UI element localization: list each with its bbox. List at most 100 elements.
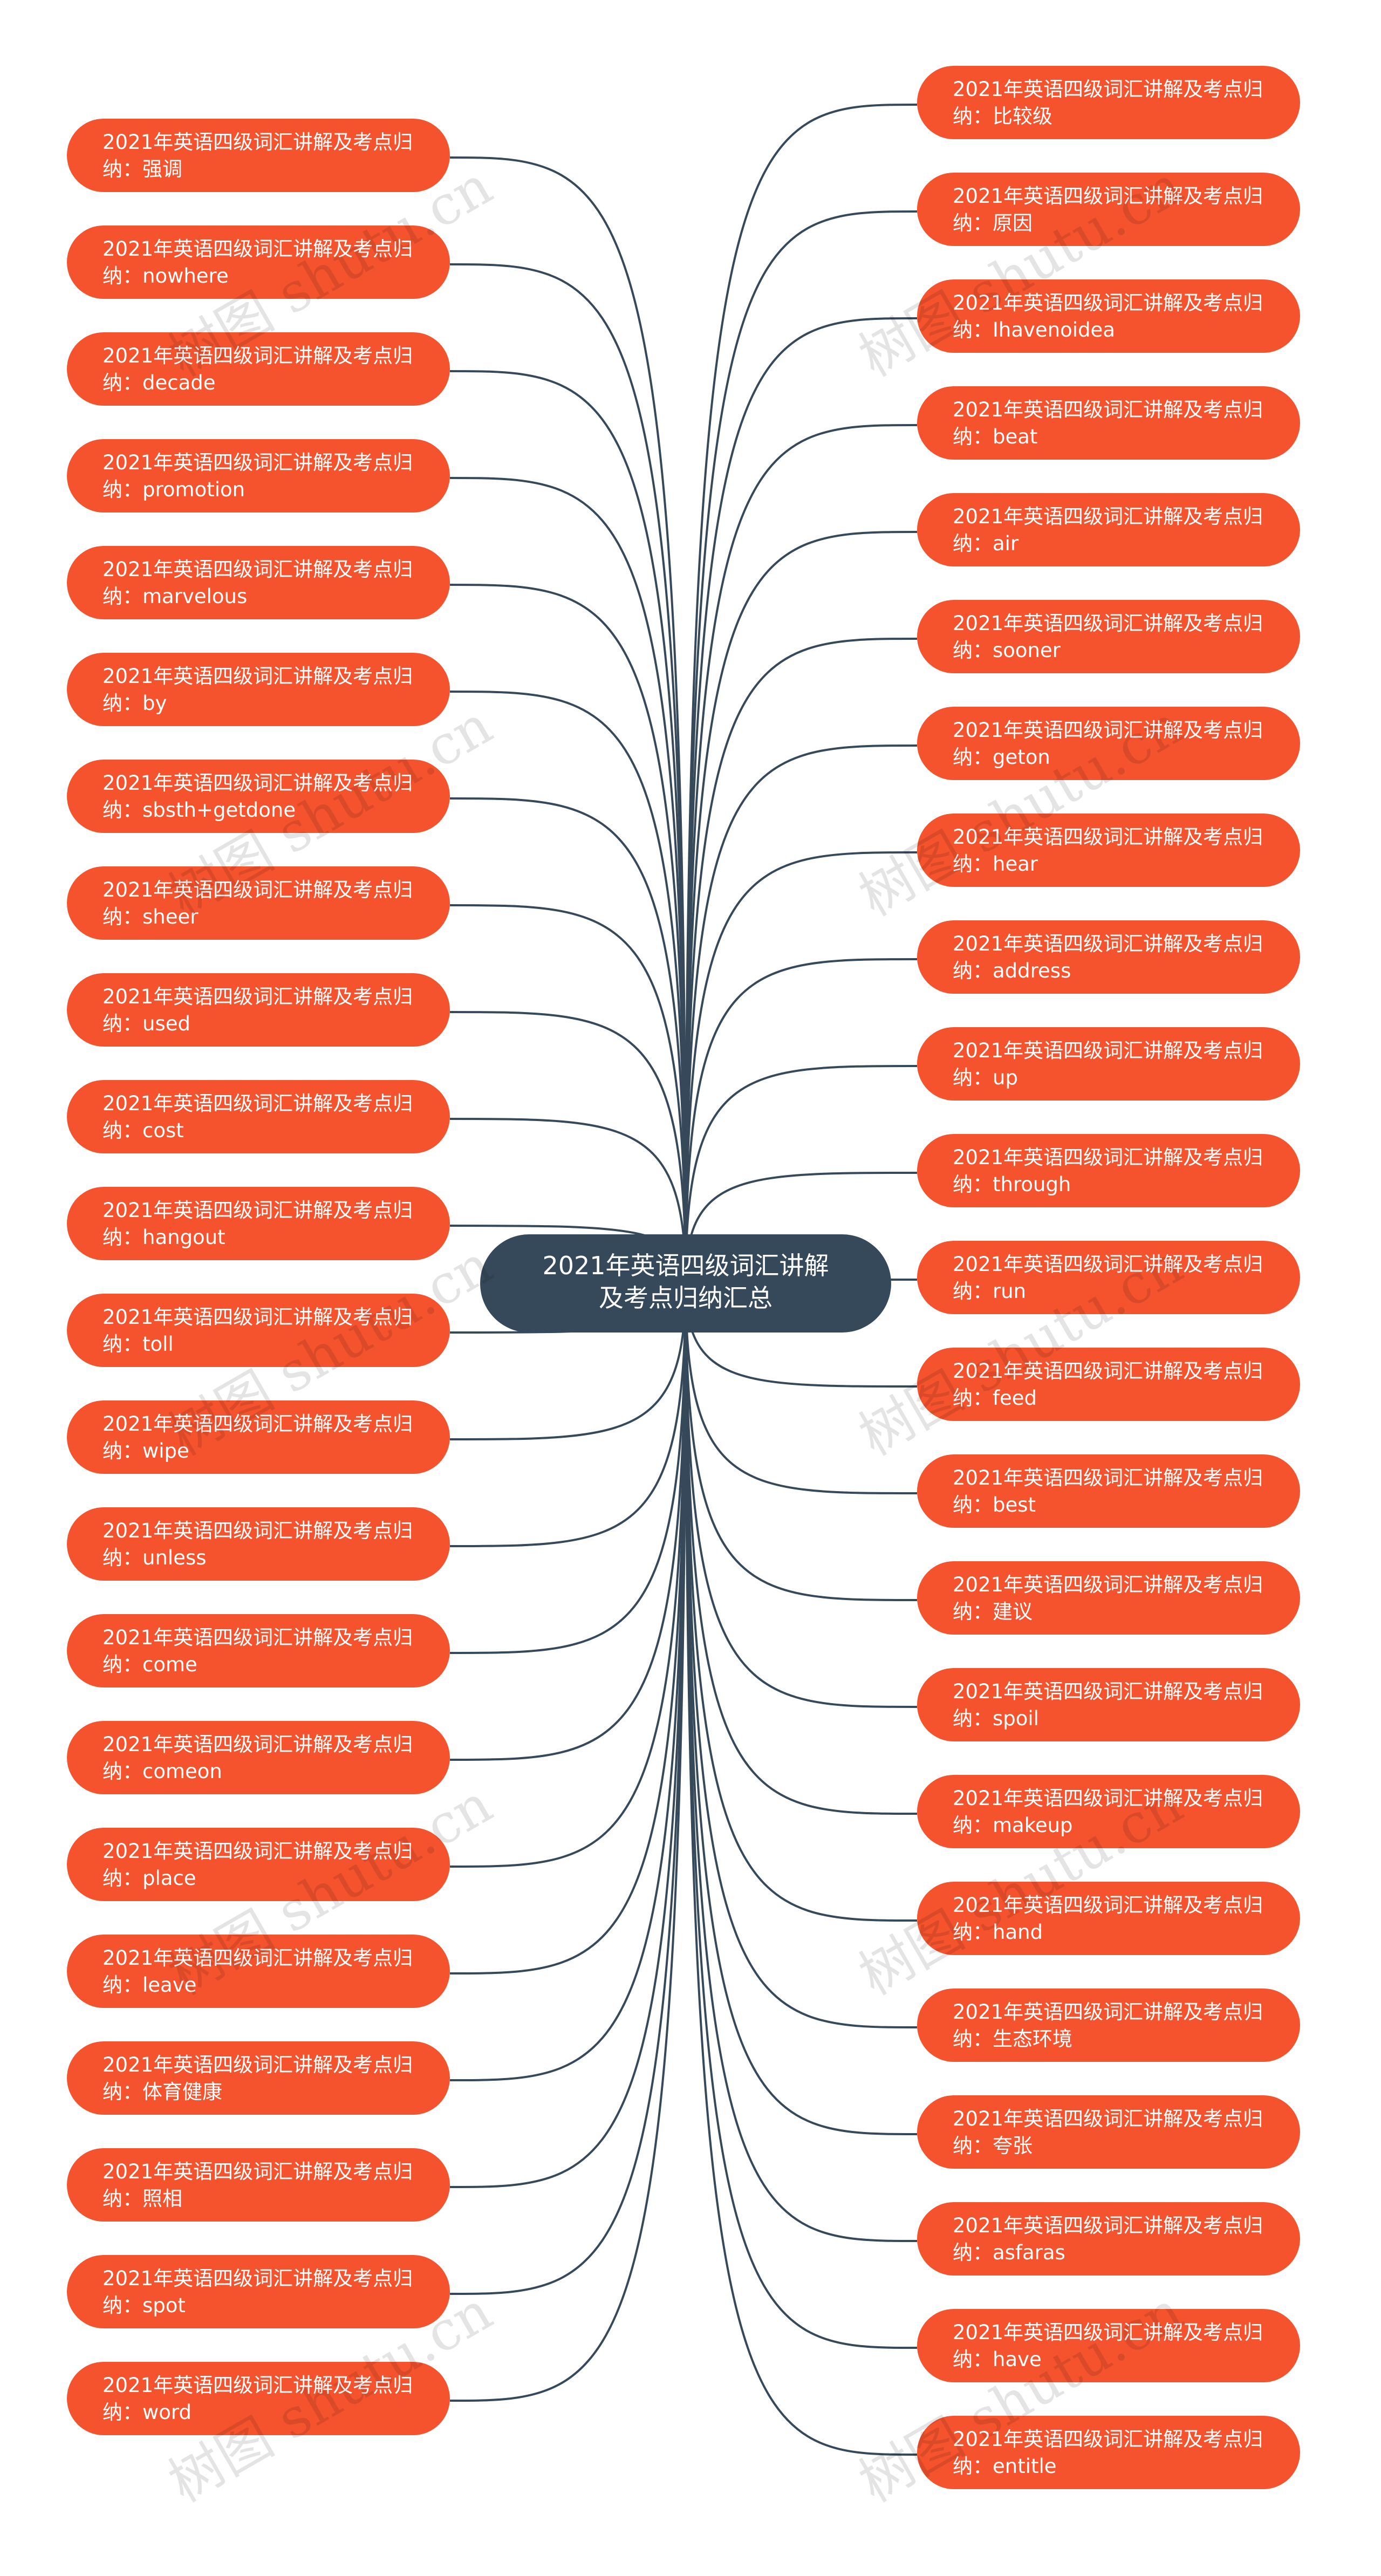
- right-node-box[interactable]: [917, 1134, 1300, 1207]
- left-node-box[interactable]: [67, 2255, 450, 2328]
- center-topic-box[interactable]: [480, 1234, 891, 1333]
- left-node-line-2: 纳：照相: [102, 2187, 182, 2210]
- right-node-box[interactable]: [917, 1027, 1300, 1101]
- right-node-box[interactable]: [917, 1561, 1300, 1635]
- right-node-box[interactable]: [917, 707, 1300, 780]
- right-node-box[interactable]: [917, 386, 1300, 460]
- left-node-box[interactable]: [67, 1507, 450, 1581]
- right-node-box[interactable]: [917, 1775, 1300, 1848]
- right-node-box[interactable]: [917, 1989, 1300, 2062]
- left-node-box[interactable]: [67, 119, 450, 192]
- right-node-box[interactable]: [917, 66, 1300, 139]
- right-node-box[interactable]: [917, 2095, 1300, 2169]
- center-topic-node[interactable]: 2021年英语四级词汇讲解 及考点归纳汇总: [480, 1234, 891, 1333]
- right-node-box[interactable]: [917, 2202, 1300, 2276]
- right-node-box[interactable]: [917, 279, 1300, 353]
- right-node-line-1: 2021年英语四级词汇讲解及考点归: [953, 719, 1263, 742]
- left-node-box[interactable]: [67, 1400, 450, 1474]
- left-node-box[interactable]: [67, 1080, 450, 1153]
- right-node-box[interactable]: [917, 600, 1300, 673]
- right-node-box[interactable]: [917, 173, 1300, 246]
- right-node-box[interactable]: [917, 1668, 1300, 1741]
- left-node-box[interactable]: [67, 1614, 450, 1687]
- left-node-line-2: 纳：nowhere: [102, 264, 229, 288]
- right-connector: [685, 1283, 918, 1815]
- left-node-box[interactable]: [67, 1935, 450, 2008]
- left-node-box[interactable]: [67, 1828, 450, 1901]
- left-node-box[interactable]: [67, 226, 450, 299]
- left-node-line-2: 纳：decade: [102, 371, 216, 394]
- left-node-box[interactable]: [67, 332, 450, 406]
- right-node-box[interactable]: [917, 920, 1300, 994]
- left-node-box[interactable]: [67, 2362, 450, 2435]
- left-node-box[interactable]: [67, 1721, 450, 1794]
- left-node-box[interactable]: [67, 546, 450, 619]
- left-node-box[interactable]: [67, 1294, 450, 1367]
- left-node-line-1: 2021年英语四级词汇讲解及考点归: [102, 2053, 413, 2076]
- left-node-box[interactable]: [67, 653, 450, 726]
- left-node-box[interactable]: [67, 1187, 450, 1260]
- right-node-box[interactable]: [917, 1241, 1300, 1314]
- left-node-line-2: 纳：promotion: [102, 478, 245, 501]
- right-node-box[interactable]: [917, 2309, 1300, 2382]
- right-node-line-1: 2021年英语四级词汇讲解及考点归: [953, 1466, 1263, 1489]
- right-node-box[interactable]: [917, 1882, 1300, 1955]
- right-node-box[interactable]: [917, 2416, 1300, 2489]
- right-node-box[interactable]: [917, 1348, 1300, 1421]
- left-node-box[interactable]: [67, 2041, 450, 2115]
- right-node-box[interactable]: [917, 1454, 1300, 1528]
- left-node-box[interactable]: [67, 866, 450, 940]
- left-node-box[interactable]: [67, 760, 450, 833]
- left-node-box[interactable]: [67, 439, 450, 513]
- right-node-box[interactable]: [917, 814, 1300, 887]
- right-node-box[interactable]: [917, 493, 1300, 566]
- left-node-box[interactable]: [67, 2148, 450, 2222]
- left-node-box[interactable]: [67, 973, 450, 1047]
